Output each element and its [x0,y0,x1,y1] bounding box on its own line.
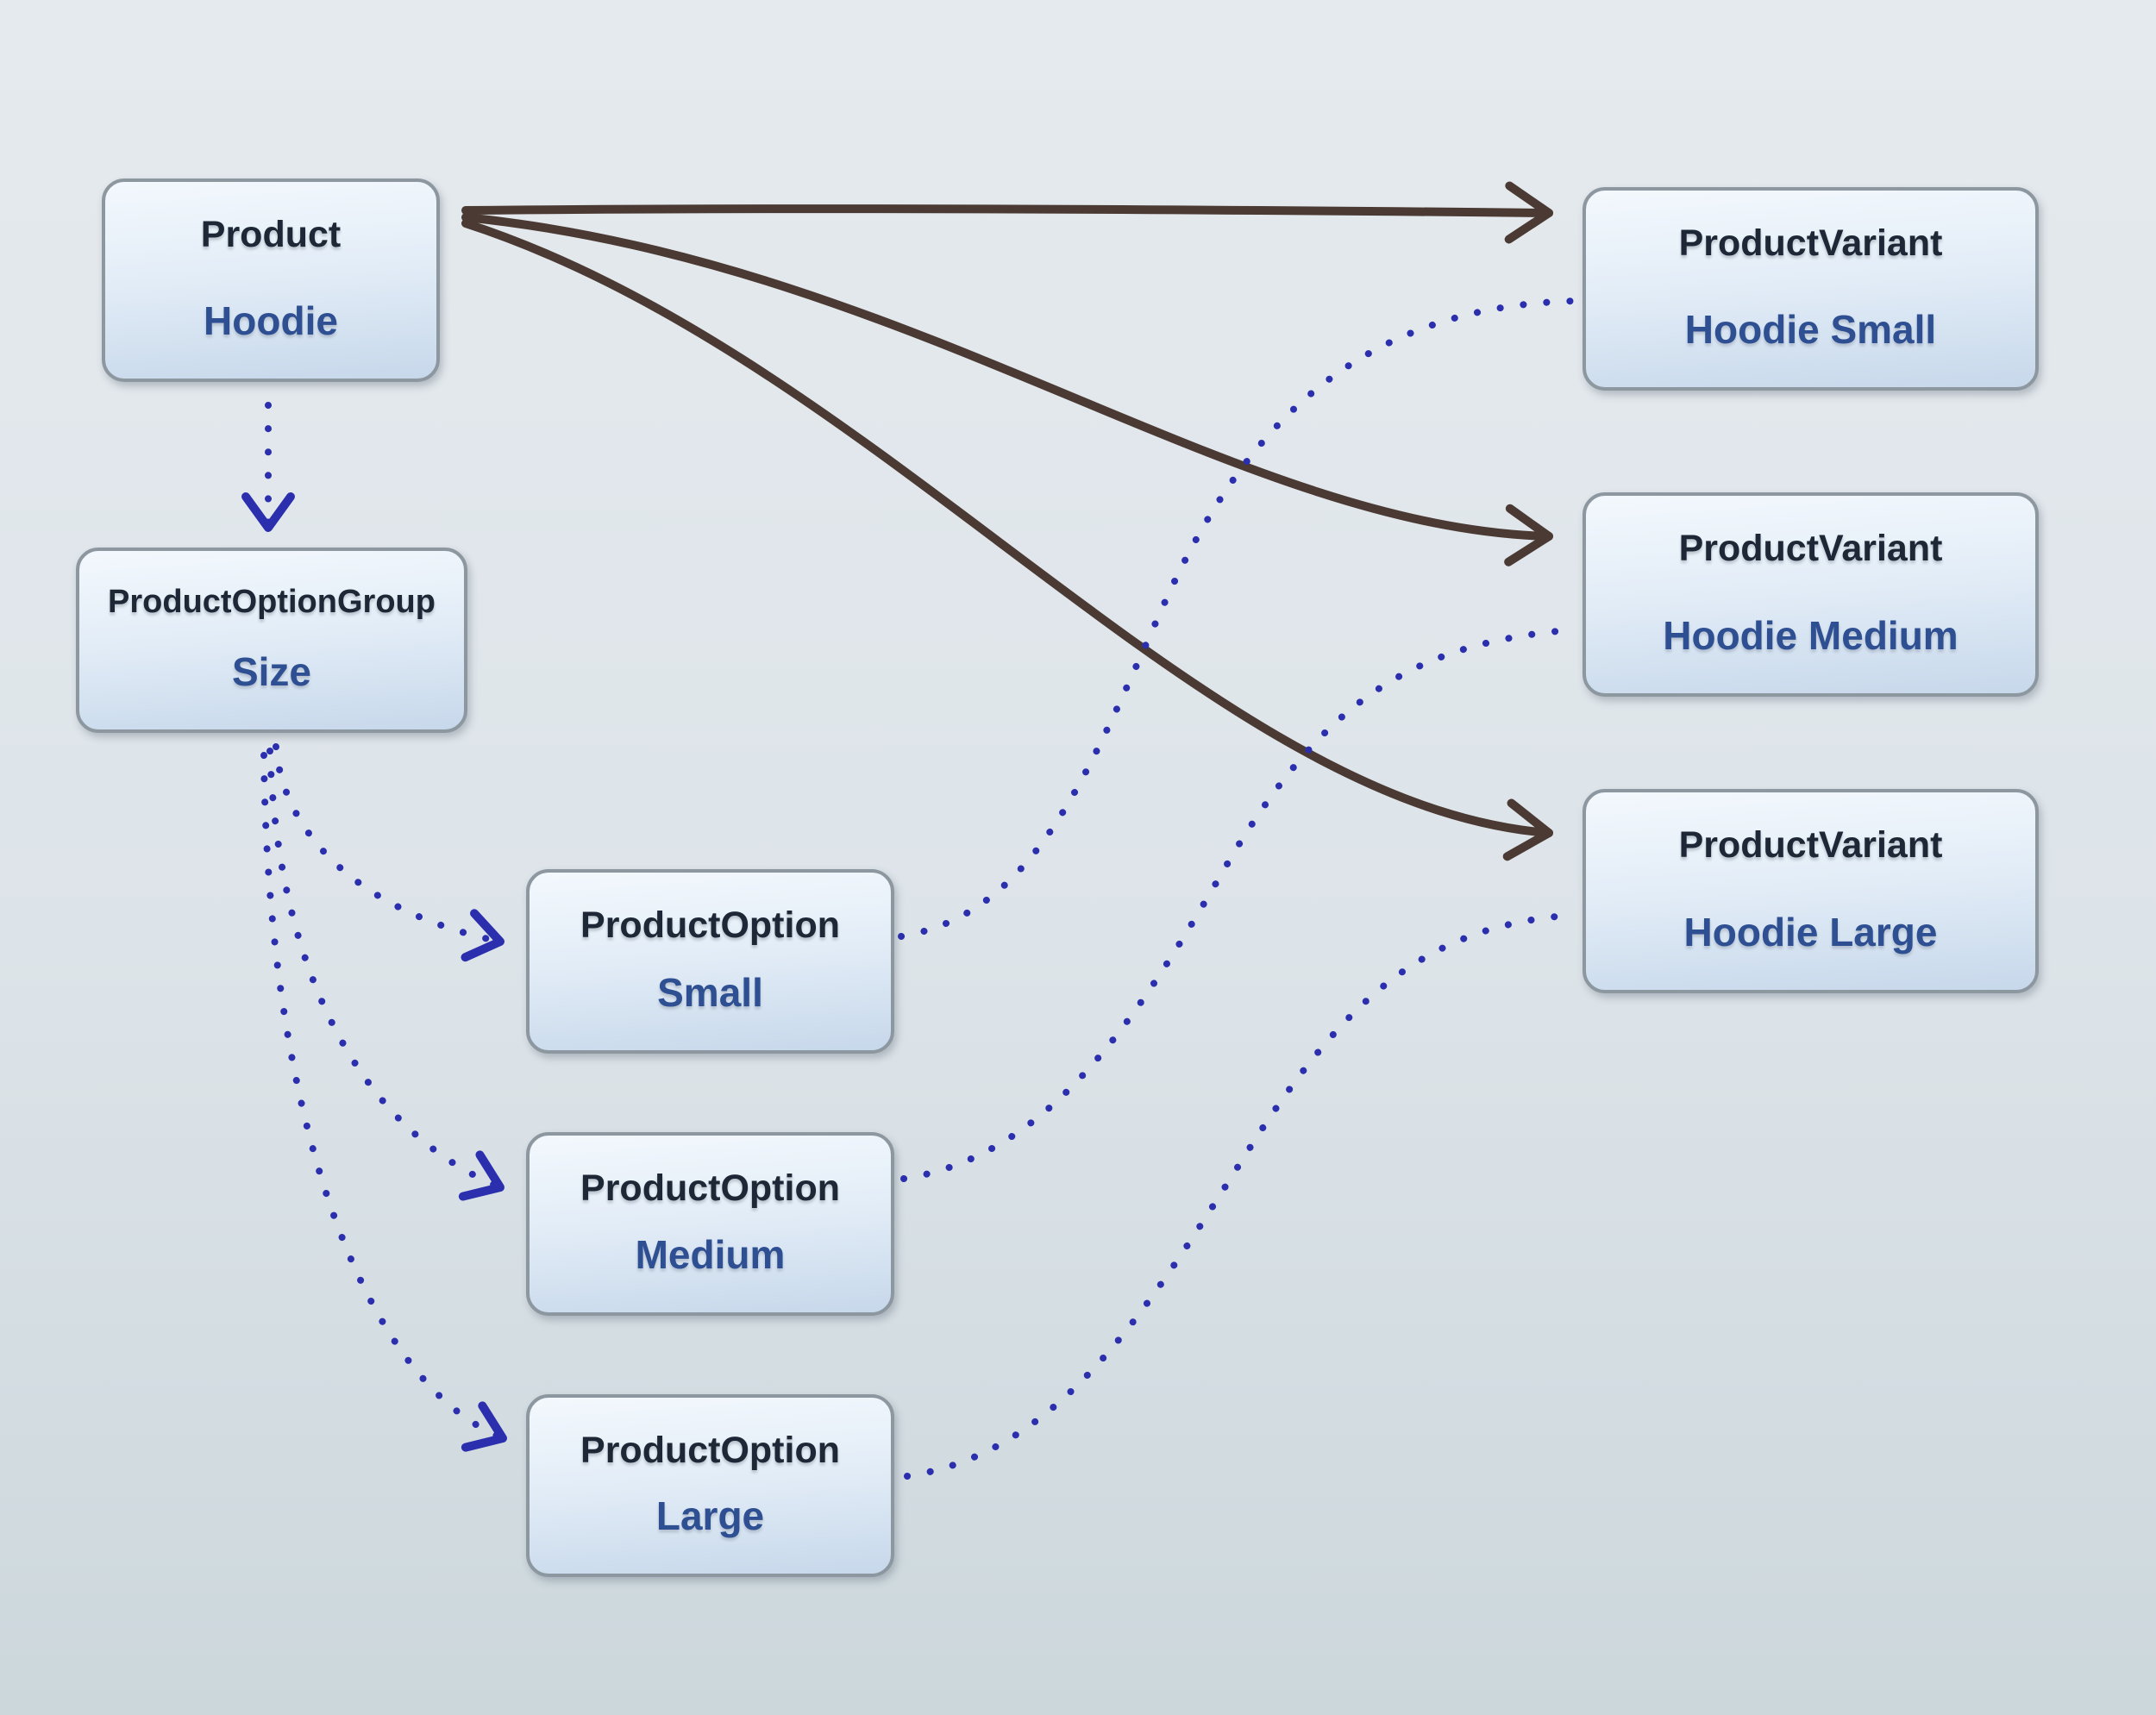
node-product: Product Hoodie [102,178,440,382]
node-label: Hoodie Medium [1663,613,1959,658]
node-variant-medium: ProductVariant Hoodie Medium [1583,492,2039,697]
edge-option-small-to-variant-small [898,297,1580,940]
node-label: Size [231,649,312,694]
node-type: Product [200,214,342,255]
edge-option-group-to-option-medium [266,748,505,1201]
node-label: Hoodie [204,298,338,343]
node-type: ProductVariant [1678,222,1943,264]
node-label: Hoodie Small [1684,307,1937,352]
node-type: ProductVariant [1678,528,1943,569]
node-type: ProductOption [580,1167,840,1209]
node-label: Small [657,970,763,1015]
edge-product-to-variant-large [461,219,1553,861]
edge-product-to-variant-small [461,181,1553,244]
node-type: ProductOption [580,904,840,946]
node-option-large: ProductOption Large [526,1394,894,1577]
node-variant-large: ProductVariant Hoodie Large [1583,789,2039,993]
edge-option-large-to-variant-large [904,911,1580,1480]
node-type: ProductVariant [1678,824,1943,866]
node-label: Large [655,1493,765,1538]
edge-product-to-variant-medium [461,213,1553,566]
edge-option-group-to-option-large [260,752,507,1452]
node-option-group: ProductOptionGroup Size [76,548,467,733]
node-variant-small: ProductVariant Hoodie Small [1583,187,2039,391]
node-type: ProductOptionGroup [108,584,436,620]
node-label: Medium [635,1232,786,1277]
edge-option-group-to-option-small [273,743,505,962]
node-option-medium: ProductOption Medium [526,1132,894,1316]
node-type: ProductOption [580,1430,840,1471]
node-label: Hoodie Large [1683,910,1938,955]
node-option-small: ProductOption Small [526,869,894,1054]
